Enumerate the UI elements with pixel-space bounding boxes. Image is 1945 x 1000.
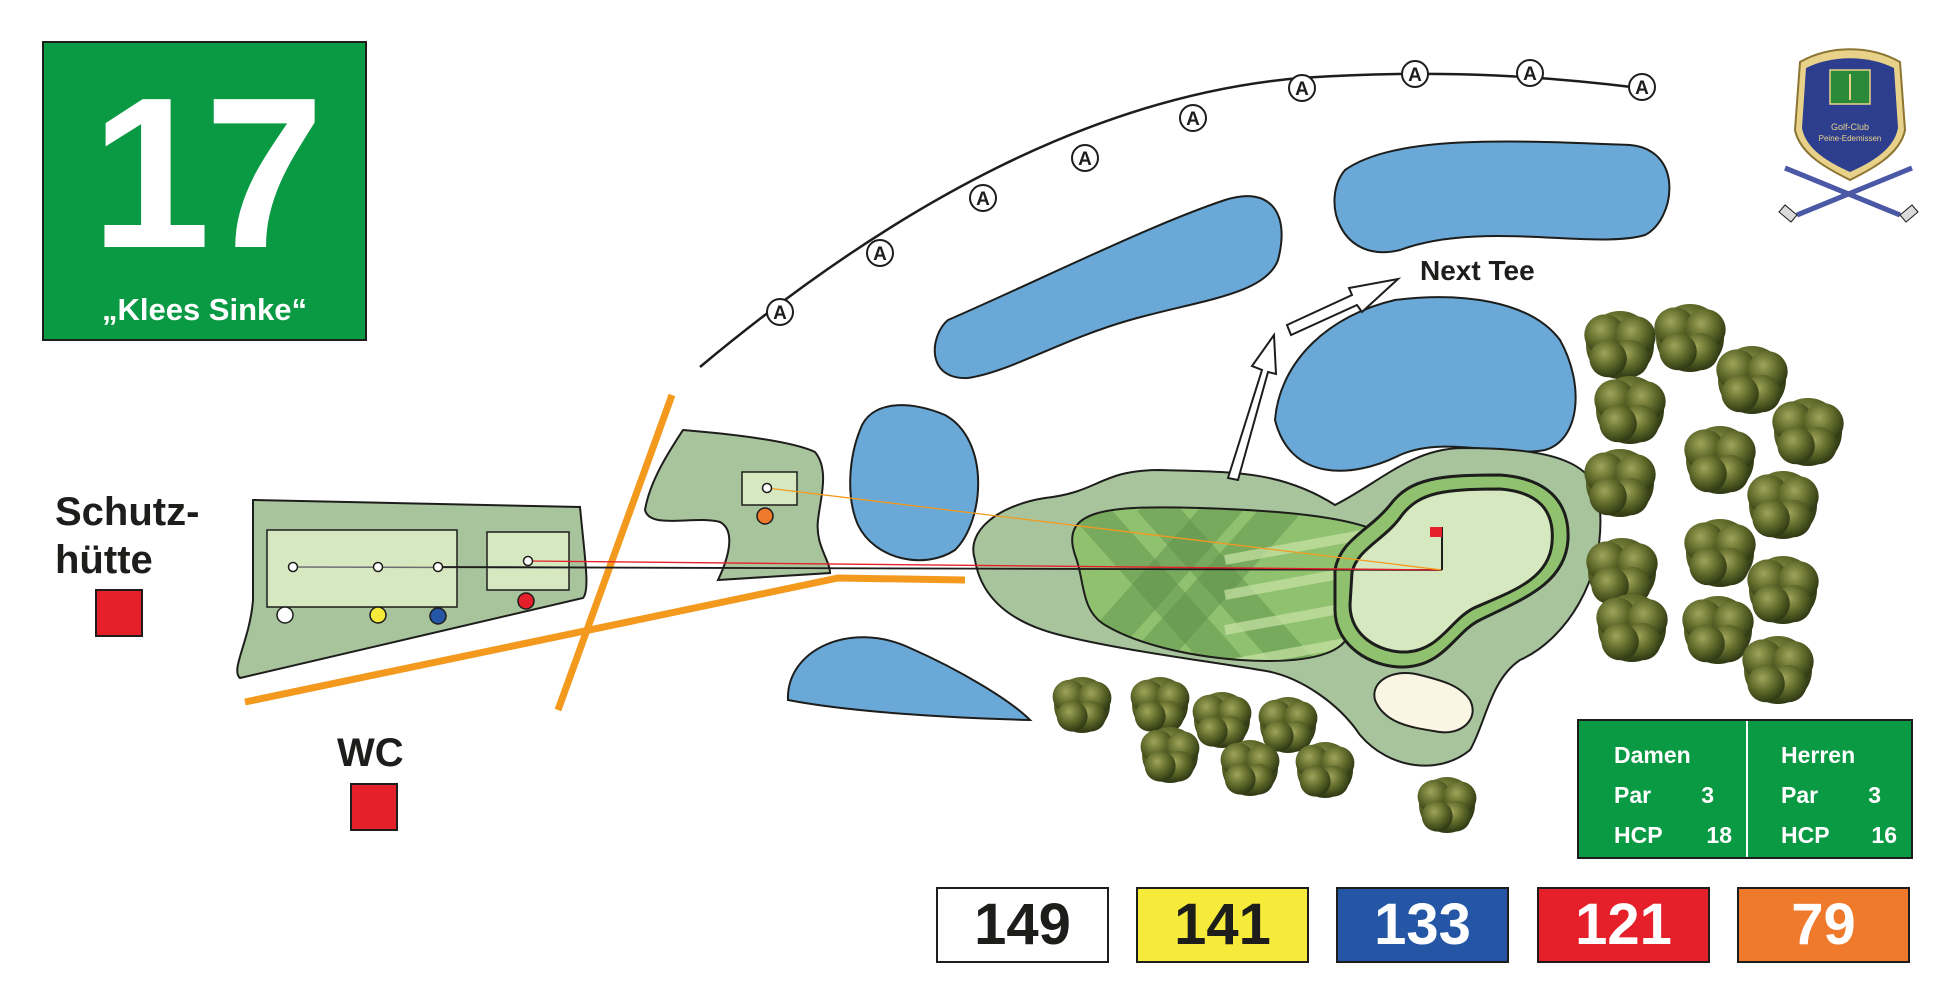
tree-icon [1596,594,1668,662]
shelter-marker [95,589,143,637]
scorecard-men: Herren Par 3 HCP 16 [1781,735,1897,855]
tee-marker-yellow [369,606,387,624]
water-hazard-top-left [933,195,1283,380]
hole-name: „Klees Sinke“ [101,292,308,327]
scorecard-box: Damen Par 3 HCP 18 Herren Par 3 HCP 16 [1577,719,1913,859]
svg-text:A: A [1186,109,1200,130]
tree-icon [1716,346,1788,414]
tree-icon [1742,636,1814,704]
water-hazard-top-right [1333,140,1671,254]
tree-icon [1258,697,1318,753]
next-tee-arrow-up [1226,332,1278,482]
tee-marker-orange [756,507,774,525]
wc-label: WC [337,731,404,775]
tree-icon [1220,740,1280,796]
ladies-title: Damen [1614,742,1691,768]
men-hcp-label: HCP [1781,822,1830,848]
svg-text:A: A [1295,79,1309,100]
tree-icon [1295,742,1355,798]
tree-icon [1584,311,1656,379]
flag-icon [1430,527,1443,570]
distance-red: 121 [1537,887,1710,963]
scorecard-divider [1746,721,1748,857]
logo-text-line2: Peine-Edemissen [1819,134,1882,143]
ladies-hcp-value: 18 [1706,822,1732,848]
ladies-par-label: Par [1614,782,1652,808]
tree-icon [1192,692,1252,748]
tree-icon [1584,449,1656,517]
tee-marker-white [276,606,294,624]
tree-icon [1417,777,1477,833]
out-of-bounds-marker: A [1288,74,1316,102]
hole-sign: 17 „Klees Sinke“ [42,41,367,341]
tree-icon [1684,519,1756,587]
club-logo: Golf-Club Peine-Edemissen [1778,48,1919,223]
tree-icon [1140,727,1200,783]
tree-icon [1682,596,1754,664]
scorecard-ladies: Damen Par 3 HCP 18 [1614,735,1732,855]
svg-text:A: A [873,244,887,265]
play-lines [292,487,1443,571]
svg-text:A: A [1523,64,1537,85]
out-of-bounds-marker: A [766,298,794,326]
out-of-bounds-marker: A [1628,73,1656,101]
tree-icon [1747,556,1819,624]
out-of-bounds-marker: A [969,184,997,212]
tree-icon [1772,398,1844,466]
distance-orange: 79 [1737,887,1910,963]
tree-icon [1747,471,1819,539]
tree-icon [1684,426,1756,494]
svg-text:A: A [773,303,787,324]
logo-text-line1: Golf-Club [1831,122,1869,132]
ladies-hcp-label: HCP [1614,822,1663,848]
water-hazard-bottom [786,636,1033,722]
bunker [1373,672,1474,734]
water-hazard-center [849,404,980,562]
out-of-bounds-marker: A [866,239,894,267]
distance-yellow: 141 [1136,887,1309,963]
out-of-bounds-marker: A [1179,104,1207,132]
tee-marker-blue [429,607,447,625]
distance-white: 149 [936,887,1109,963]
shelter-label: Schutz- hütte [55,490,200,582]
cart-path-diagonal [554,393,676,712]
men-par-value: 3 [1868,782,1881,808]
tree-icon [1594,376,1666,444]
distance-blue: 133 [1336,887,1509,963]
hole-number: 17 [90,52,324,293]
next-tee-label: Next Tee [1420,255,1535,286]
svg-text:A: A [1408,65,1422,86]
out-of-bounds-marker: A [1401,60,1429,88]
men-par-label: Par [1781,782,1819,808]
men-title: Herren [1781,742,1856,768]
tee-reference-points [287,482,773,573]
tee-marker-red [517,592,535,610]
tee-area-front [643,428,832,582]
men-hcp-value: 16 [1871,822,1897,848]
trees [1052,304,1844,833]
ladies-par-value: 3 [1701,782,1714,808]
tree-icon [1654,304,1726,372]
tree-icon [1130,677,1190,733]
tree-icon [1052,677,1112,733]
crossed-clubs-icon [1778,165,1919,223]
tree-icon [1586,538,1658,606]
svg-text:A: A [976,189,990,210]
out-of-bounds-markers: A A A A A A A A A [766,59,1656,326]
wc-marker [350,783,398,831]
tee-box-white-yellow-blue [266,529,458,608]
svg-text:A: A [1635,78,1649,99]
putting-green [1348,487,1554,654]
out-of-bounds-marker: A [1071,144,1099,172]
out-of-bounds-marker: A [1516,59,1544,87]
cart-path-main [244,574,966,706]
next-tee-arrow-right [1285,277,1402,337]
water-hazard-right [1273,296,1577,472]
svg-text:A: A [1078,149,1092,170]
